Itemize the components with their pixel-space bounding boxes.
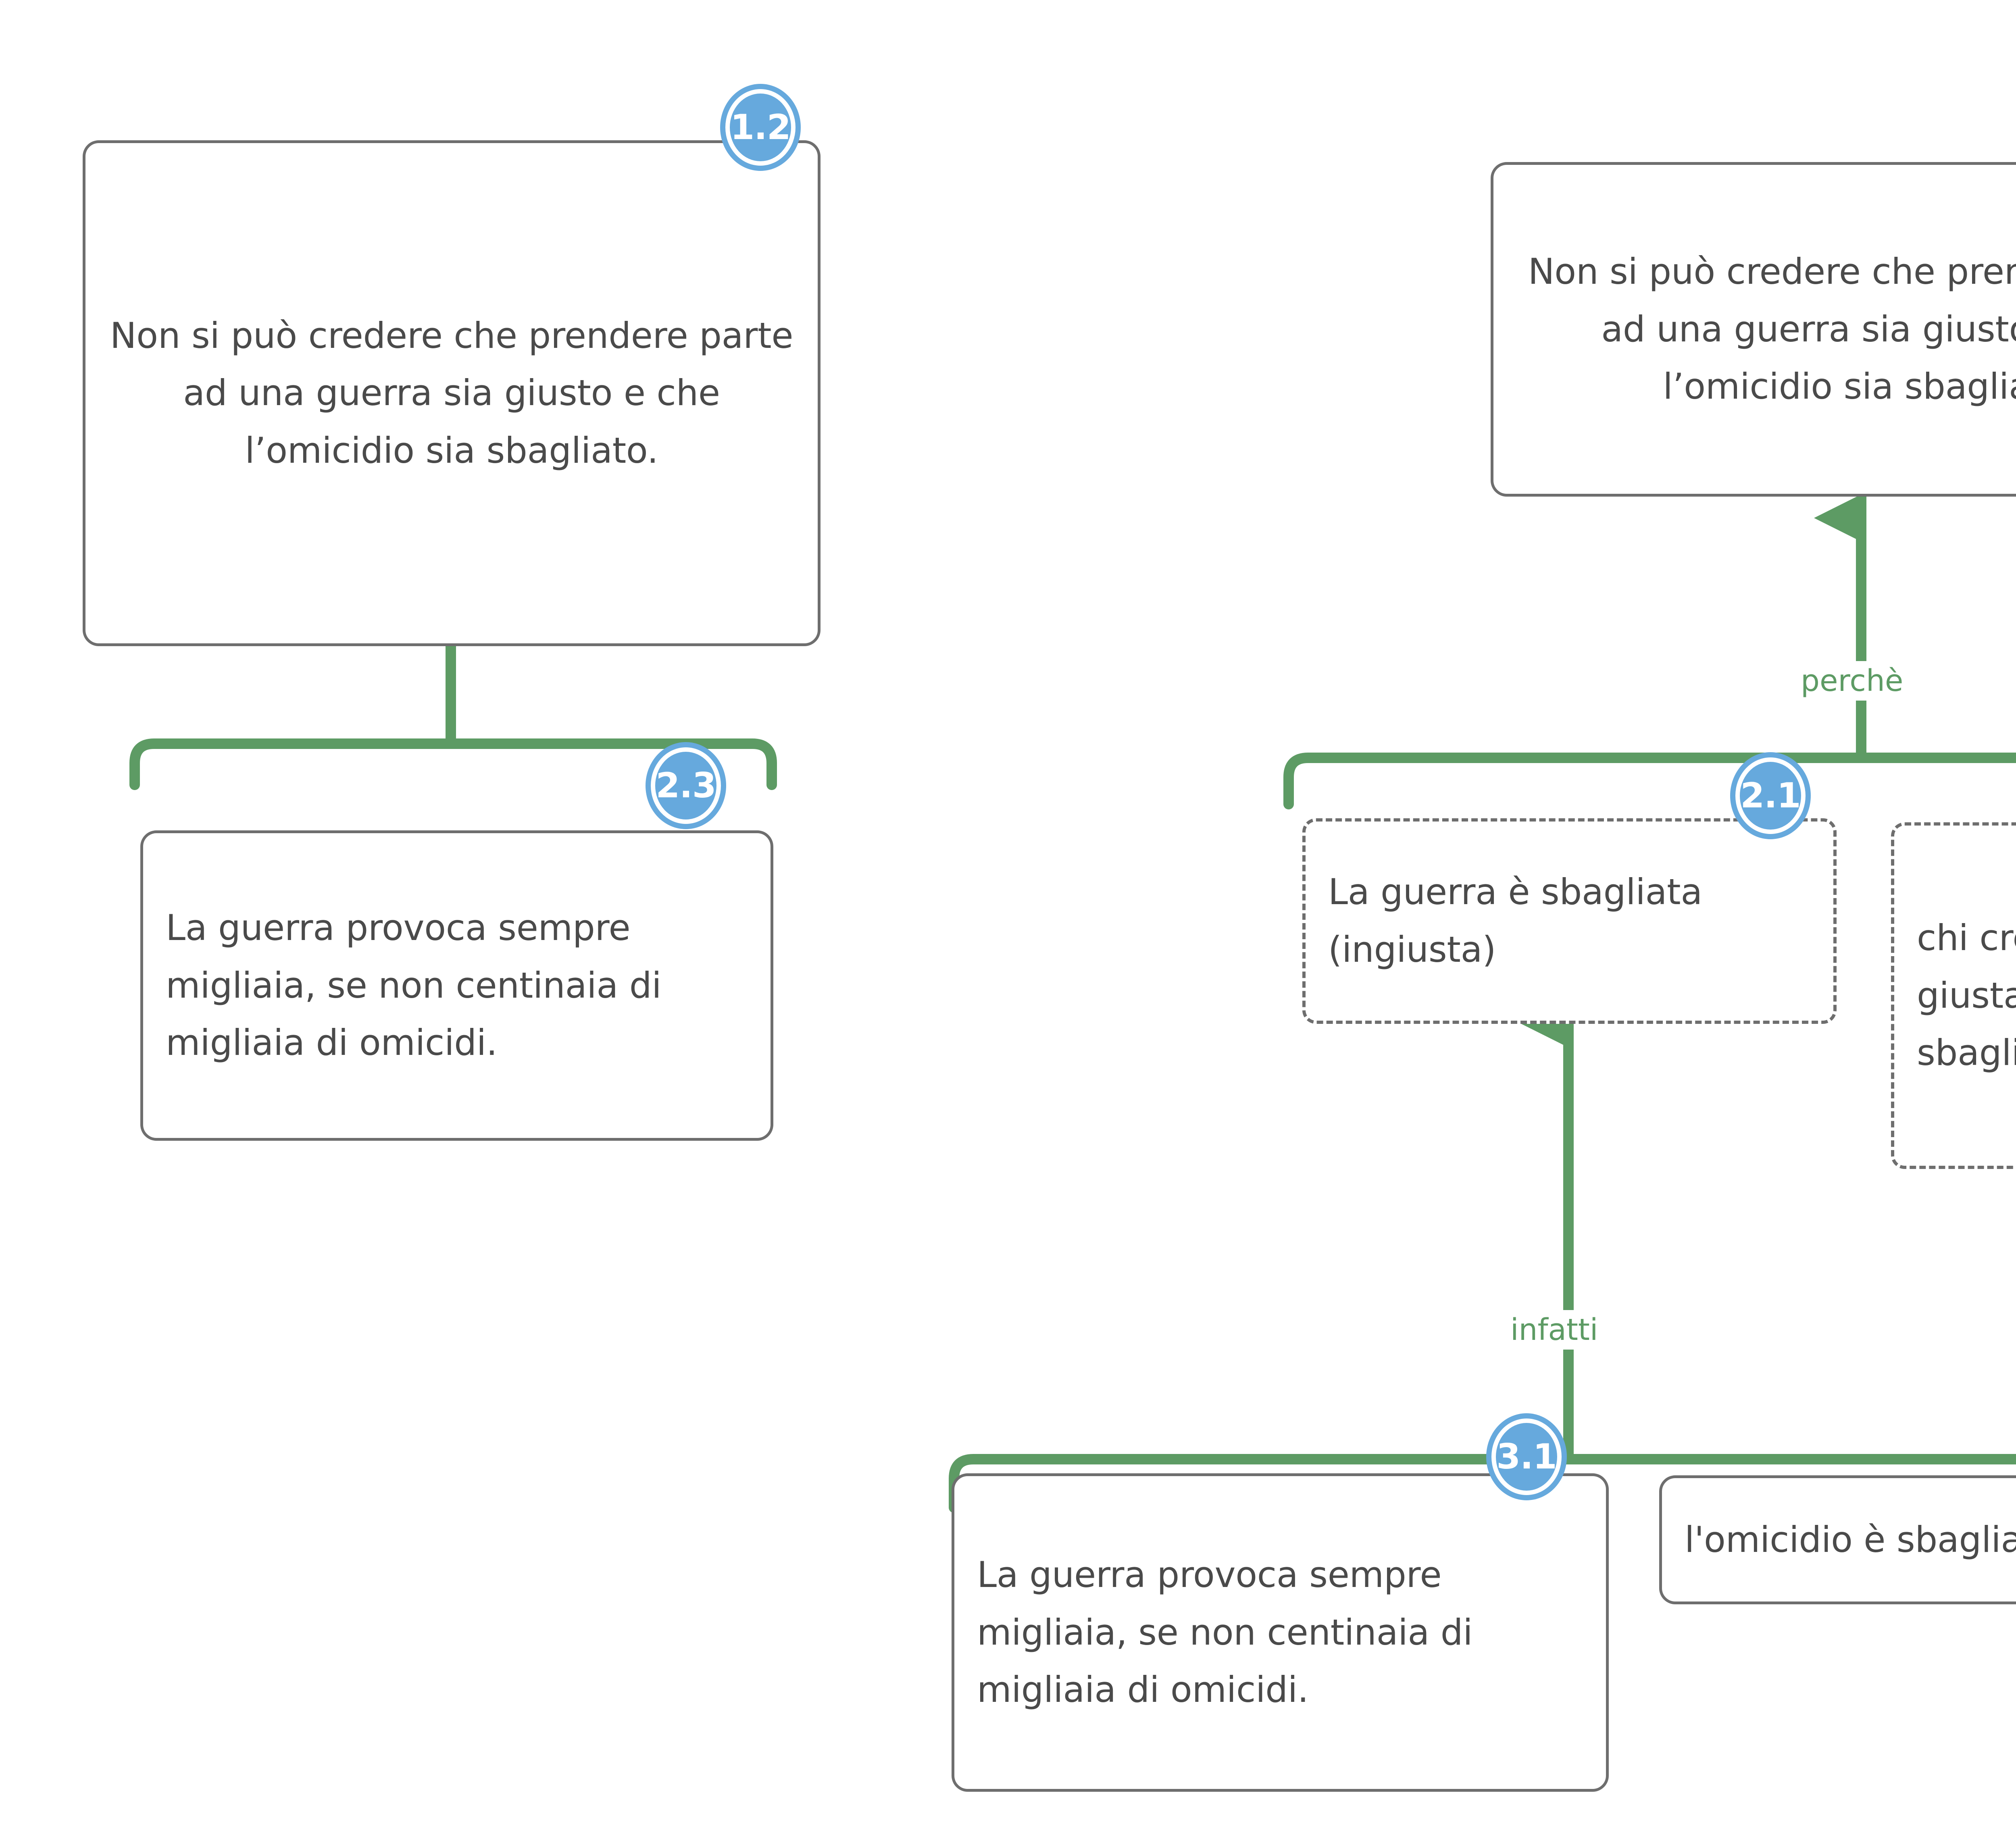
claim-text-2-3: La guerra provoca sempre migliaia, se no… bbox=[166, 907, 662, 1064]
claim-text-3-2: l'omicidio è sbagliato bbox=[1685, 1518, 2016, 1560]
bracket-2-1-2-2 bbox=[1283, 753, 2016, 809]
claim-text-2-1: La guerra è sbagliata (ingiusta) bbox=[1328, 871, 1702, 970]
claim-text-1-1: Non si può credere che prendere parte ad… bbox=[1528, 251, 2016, 408]
claim-box-2-3[interactable]: La guerra provoca sempre migliaia, se no… bbox=[140, 830, 773, 1141]
claim-box-2-1[interactable]: La guerra è sbagliata (ingiusta) bbox=[1302, 818, 1837, 1024]
claim-text-1-2: Non si può credere che prendere parte ad… bbox=[110, 314, 793, 471]
badge-3-1[interactable]: 3.1 bbox=[1496, 1423, 1557, 1491]
claim-box-1-2[interactable]: Non si può credere che prendere parte ad… bbox=[83, 140, 821, 646]
badge-1-2[interactable]: 1.2 bbox=[730, 94, 791, 161]
claim-box-3-2[interactable]: l'omicidio è sbagliato bbox=[1659, 1475, 2016, 1604]
claim-box-1-1[interactable]: Non si può credere che prendere parte ad… bbox=[1491, 162, 2016, 497]
claim-text-2-2: chi crede che la guerra è giusta e l'omi… bbox=[1917, 917, 2016, 1074]
badge-2-1[interactable]: 2.1 bbox=[1740, 762, 1801, 830]
relation-label-infatti: infatti bbox=[1500, 1310, 1609, 1350]
relation-label-perche: perchè bbox=[1790, 661, 1914, 701]
claim-box-2-2[interactable]: chi crede che la guerra è giusta e l'omi… bbox=[1891, 822, 2016, 1169]
claim-text-3-1: La guerra provoca sempre migliaia, se no… bbox=[977, 1554, 1473, 1711]
badge-2-3[interactable]: 2.3 bbox=[655, 752, 716, 819]
claim-box-3-1[interactable]: La guerra provoca sempre migliaia, se no… bbox=[952, 1473, 1609, 1792]
